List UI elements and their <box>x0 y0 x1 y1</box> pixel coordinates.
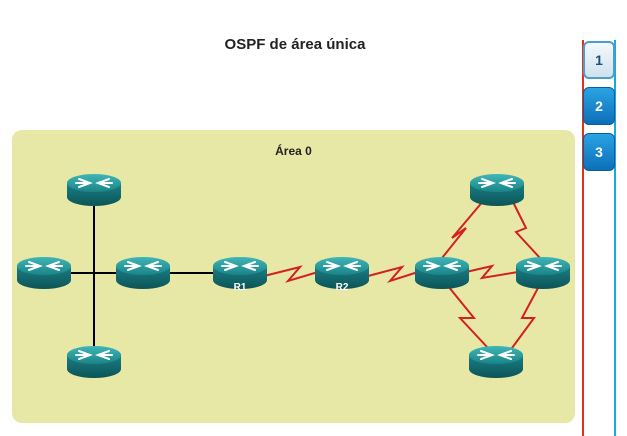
router-top-left[interactable] <box>66 173 122 207</box>
router-mesh-bottom[interactable] <box>468 345 524 379</box>
serial-link <box>367 265 419 284</box>
area-label: Área 0 <box>275 144 312 158</box>
router-left[interactable] <box>16 256 72 290</box>
page-title: OSPF de área única <box>224 36 366 53</box>
serial-link <box>465 264 519 280</box>
serial-link <box>447 285 489 349</box>
serial-link <box>263 265 319 283</box>
router-label-r1: R1 <box>234 282 247 293</box>
step-button-3[interactable]: 3 <box>583 133 615 171</box>
router-bottom-left[interactable] <box>66 345 122 379</box>
serial-link <box>441 199 485 259</box>
step-button-2[interactable]: 2 <box>583 87 615 125</box>
serial-links <box>263 199 541 349</box>
serial-link <box>511 287 539 349</box>
step-button-1[interactable]: 1 <box>583 41 615 79</box>
router-mesh-top[interactable] <box>469 173 525 207</box>
router-center-left[interactable] <box>115 256 171 290</box>
serial-link <box>511 199 541 259</box>
network-topology: R1 R2 <box>16 173 571 379</box>
router-mesh-right[interactable] <box>515 256 571 290</box>
router-mesh-left[interactable] <box>414 256 470 290</box>
router-label-r2: R2 <box>336 282 349 293</box>
